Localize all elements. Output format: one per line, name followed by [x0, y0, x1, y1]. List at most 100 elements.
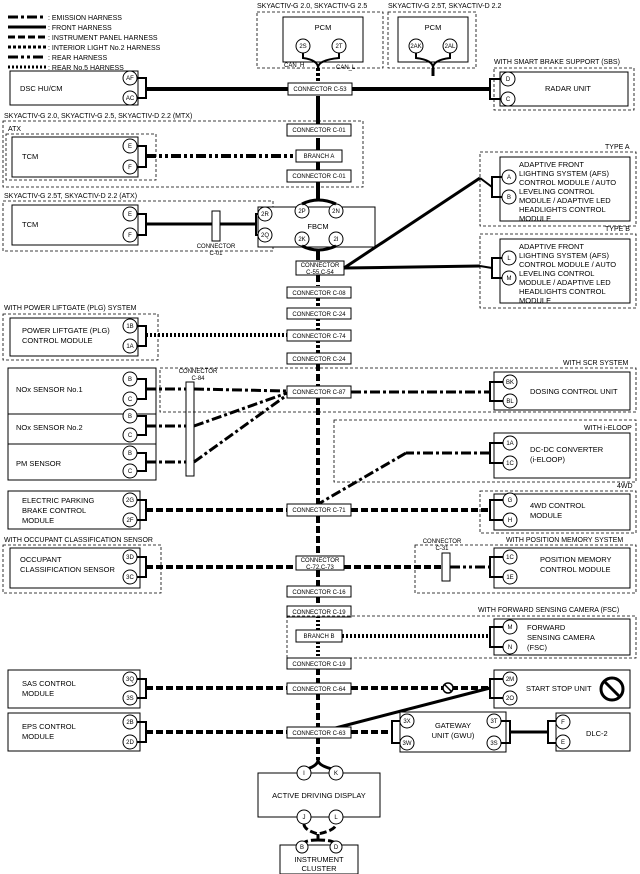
tcm1-pin-f: F [128, 165, 132, 171]
afs-type-b-module[interactable] [499, 238, 631, 304]
afs-b-line-2: LIGHTING SYSTEM (AFS) [519, 251, 610, 260]
connector-c16: CONNECTOR C-16 [292, 590, 346, 596]
tcm1-module[interactable] [11, 136, 139, 178]
connector-c72-2: C-72,C-73 [306, 565, 334, 571]
legend-rear5: : REAR No.5 HARNESS [48, 65, 124, 72]
connector-c31-1: CONNECTOR [423, 539, 462, 545]
type-b-caption: TYPE B [605, 226, 630, 233]
dlc-label: DLC-2 [586, 729, 608, 738]
fbcm-pin-2p: 2P [298, 209, 305, 215]
add-label: ACTIVE DRIVING DISPLAY [272, 791, 366, 800]
eps-gwu-group: EPS CONTROL MODULE 2B 2D CONNECTOR C-63 … [7, 711, 631, 753]
branch-a: BRANCH A [304, 154, 335, 160]
dcdc-line-2: (i-ELOOP) [530, 455, 566, 464]
fsc-pin-m: M [508, 625, 513, 631]
tcm-mtx-group: SKYACTIV-G 2.0, SKYACTIV-G 2.5, SKYACTIV… [2, 113, 364, 188]
pcm1-module[interactable] [282, 16, 364, 63]
dosing-label: DOSING CONTROL UNIT [530, 387, 618, 396]
gwu-line-2: UNIT (GWU) [432, 731, 475, 740]
epb-line-3: MODULE [22, 516, 54, 525]
legend-emission: : EMISSION HARNESS [48, 15, 122, 22]
dsc-row: DSC HU/CM AF AC CONNECTOR C-53 WITH SMAR… [9, 59, 635, 111]
afs-b-pin-l: L [507, 256, 511, 262]
legend-front: : FRONT HARNESS [48, 25, 112, 32]
ocs-line-2: CLASSIFICATION SENSOR [20, 565, 115, 574]
radar-module[interactable] [499, 71, 629, 107]
gwu-pin-3w: 3W [403, 741, 412, 747]
ocs-module[interactable] [9, 547, 141, 589]
fbcm-pin-2n: 2N [332, 209, 340, 215]
connector-c53: CONNECTOR C-53 [293, 87, 347, 93]
dcdc-line-1: DC-DC CONVERTER [530, 445, 604, 454]
instrument-cluster-module[interactable] [279, 844, 359, 874]
tcm1-label: TCM [22, 152, 38, 161]
pms-line-2: CONTROL MODULE [540, 565, 611, 574]
tcm2-module[interactable] [11, 204, 139, 246]
active-driving-display-module[interactable] [257, 772, 381, 818]
afs-b-line-6: HEADLIGHTS CONTROL [519, 287, 606, 296]
gwu-pin-3x: 3X [403, 719, 410, 725]
fsc-pin-n: N [508, 645, 512, 651]
eps-module[interactable] [7, 712, 141, 752]
afs-a-line-3: CONTROL MODULE / AUTO [519, 178, 616, 187]
connector-c19-lower: CONNECTOR C-19 [292, 662, 346, 668]
pcm2-module[interactable] [397, 16, 469, 63]
plg-line-1: POWER LIFTGATE (PLG) [22, 326, 110, 335]
nox2-pin-b: B [128, 414, 132, 420]
epb-pin-2g: 2G [126, 498, 134, 504]
pcm1-pin-2s: 2S [299, 44, 306, 50]
pcm1-label: PCM [315, 23, 332, 32]
pcm2-pin-2al: 2AL [445, 44, 456, 50]
dcdc-pin-1c: 1C [506, 461, 514, 467]
fbcm-pin-2r-label: 2R [261, 212, 269, 218]
afs-a-line-5: MODULE / ADAPTIVE LED [519, 196, 611, 205]
gwu-pin-3t: 3T [490, 719, 497, 725]
afs-b-line-5: MODULE / ADAPTIVE LED [519, 278, 611, 287]
mtx-variant-caption: SKYACTIV-G 2.0, SKYACTIV-G 2.5, SKYACTIV… [4, 113, 192, 120]
tcm2-pin-f: F [128, 233, 132, 239]
sas-pin-3q: 3Q [126, 677, 134, 683]
plg-pin-1a: 1A [126, 344, 133, 350]
cluster-line-2: CLUSTER [301, 864, 337, 873]
afs-b-line-4: LEVELING CONTROL [519, 269, 594, 278]
ssu-pin-2o: 2O [506, 696, 514, 702]
connector-c01-lower: CONNECTOR C-01 [292, 174, 346, 180]
connector-c72-1: CONNECTOR [301, 558, 340, 564]
sas-module[interactable] [7, 669, 141, 709]
afs-a-pin-a: A [507, 175, 511, 181]
nox2-pin-c: C [128, 433, 133, 439]
cluster-pin-d: D [334, 845, 339, 851]
nox1-pin-c: C [128, 397, 133, 403]
iloop-group: WITH i-ELOOP DC-DC CONVERTER (i-ELOOP) 1… [319, 419, 637, 505]
pms-pin-1e: 1E [506, 575, 513, 581]
fbcm-module[interactable] [257, 206, 376, 248]
plg-line-2: CONTROL MODULE [22, 336, 93, 345]
ocs-pin-3c: 3C [126, 575, 134, 581]
epb-line-1: ELECTRIC PARKING [22, 496, 95, 505]
branch-b: BRANCH B [303, 634, 334, 640]
add-pin-k: K [334, 771, 338, 777]
gwu-line-1: GATEWAY [435, 721, 471, 730]
sas-line-2: MODULE [22, 689, 54, 698]
radar-label: RADAR UNIT [545, 84, 591, 93]
plg-module[interactable] [9, 317, 139, 357]
eps-pin-2b: 2B [126, 720, 133, 726]
afs-a-line-7: MODULE [519, 214, 551, 223]
ocs-pms-group: WITH OCCUPANT CLASSIFICATION SENSOR OCCU… [2, 537, 637, 594]
plg-group: CONNECTOR C-08 CONNECTOR C-24 WITH POWER… [2, 286, 352, 365]
connector-c55-2: C-55,C-54 [306, 270, 334, 276]
afs-b-line-1: ADAPTIVE FRONT [519, 242, 584, 251]
dsc-module[interactable] [9, 70, 139, 106]
connector-c08: CONNECTOR C-08 [292, 291, 346, 297]
cluster-line-1: INSTRUMENT [294, 855, 344, 864]
tcm1-pin-e: E [128, 144, 132, 150]
epb-line-2: BRAKE CONTROL [22, 506, 86, 515]
afs-type-a-module[interactable] [499, 156, 631, 222]
epb-4wd-group: ELECTRIC PARKING BRAKE CONTROL MODULE 2G… [7, 483, 637, 534]
pcm1-pin-2t: 2T [335, 44, 342, 50]
dlc-pin-f: F [561, 720, 565, 726]
gwu-pin-3s: 3S [490, 741, 497, 747]
awd-pin-g: G [508, 498, 513, 504]
epb-module[interactable] [7, 490, 141, 530]
fsc-caption: WITH FORWARD SENSING CAMERA (FSC) [478, 607, 619, 614]
